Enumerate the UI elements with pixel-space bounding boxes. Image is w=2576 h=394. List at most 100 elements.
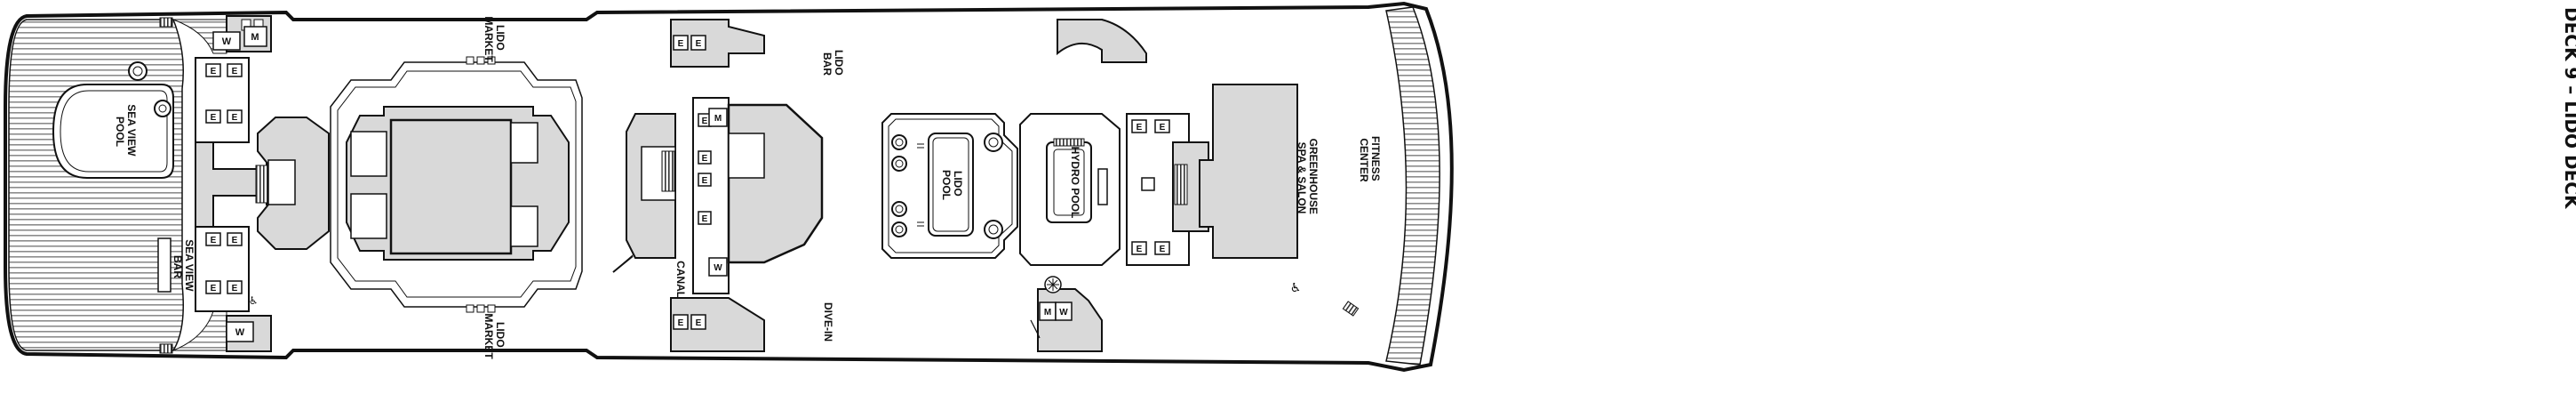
elevator bbox=[1131, 119, 1147, 133]
accessible-icon: ♿ bbox=[249, 294, 259, 307]
hydro-pool-bench bbox=[1097, 168, 1108, 205]
womens-restroom bbox=[212, 31, 241, 51]
elevator bbox=[673, 314, 689, 330]
accessible-icon: ♿ bbox=[1290, 280, 1302, 294]
elevator-icon: E bbox=[696, 318, 702, 328]
mens-restroom-icon: M bbox=[251, 32, 259, 43]
elevator bbox=[227, 280, 243, 294]
lido-market-buffet-marks bbox=[466, 56, 496, 313]
elevator bbox=[1154, 119, 1170, 133]
elevator-icon: E bbox=[232, 284, 238, 293]
elevator-icon: E bbox=[211, 236, 217, 245]
forward-service-top bbox=[1057, 19, 1147, 63]
elevator-icon: E bbox=[232, 113, 238, 123]
lido-pool-hot-tubs bbox=[891, 133, 1003, 239]
elevator-icon: E bbox=[678, 318, 684, 328]
lido-pool bbox=[928, 133, 974, 237]
aft-deck-planking bbox=[8, 19, 184, 351]
lido-bar-counter bbox=[728, 133, 765, 179]
elevator bbox=[227, 109, 243, 124]
elevator-icon: E bbox=[1160, 245, 1166, 254]
sea-view-bar-label: SEA VIEW BAR bbox=[171, 239, 195, 294]
elevator bbox=[690, 35, 706, 51]
elevator-icon: E bbox=[211, 67, 217, 76]
hydro-pool-inner bbox=[1053, 149, 1085, 216]
hydro-pool-steps bbox=[1053, 138, 1085, 147]
elevator bbox=[227, 232, 243, 246]
circular-shower-rays bbox=[1047, 278, 1059, 291]
elevator-icon: E bbox=[696, 39, 702, 49]
womens-restroom bbox=[226, 321, 254, 342]
elevator bbox=[205, 109, 221, 124]
deck-title: DECK 9 – LIDO DECK bbox=[2561, 7, 2576, 210]
lido-market-station bbox=[350, 131, 387, 177]
lido-market-service bbox=[510, 205, 538, 247]
womens-restroom bbox=[1055, 302, 1073, 321]
elevator-icon: E bbox=[1136, 123, 1143, 133]
elevator-icon: E bbox=[1136, 245, 1143, 254]
lido-pool-label: LIDO POOL bbox=[940, 170, 964, 200]
elevator-icon: E bbox=[1160, 123, 1166, 133]
elevator-icon: E bbox=[211, 113, 217, 123]
elevator bbox=[673, 35, 689, 51]
fitness-equipment bbox=[1342, 301, 1360, 317]
sea-view-pool-inner bbox=[60, 90, 168, 173]
swing-doors bbox=[1030, 319, 1041, 339]
lido-bar-area bbox=[727, 103, 824, 264]
womens-restroom-icon: W bbox=[235, 327, 245, 338]
dive-in-label: DIVE-IN bbox=[822, 302, 834, 342]
lido-pool-steps bbox=[917, 143, 924, 227]
elevator bbox=[1131, 241, 1147, 255]
womens-restroom-icon: W bbox=[714, 263, 722, 273]
elevator-icon: E bbox=[232, 236, 238, 245]
lido-market-service bbox=[510, 122, 538, 164]
lido-market-island bbox=[389, 118, 513, 255]
hydro-pool-label: HYDRO POOL bbox=[1069, 147, 1081, 219]
sea-view-pool-label: SEA VIEW POOL bbox=[114, 104, 138, 159]
stair-lobby-inner bbox=[267, 159, 296, 205]
forward-small-room bbox=[1141, 177, 1155, 191]
sea-view-pool bbox=[52, 84, 174, 179]
lido-market-station bbox=[350, 193, 387, 239]
mens-restroom-icon: M bbox=[1044, 308, 1051, 318]
midship-core-bottom bbox=[670, 297, 765, 352]
staircase bbox=[1174, 164, 1188, 205]
mens-restroom bbox=[708, 108, 728, 127]
fitness-center-label: FITNESS CENTER bbox=[1358, 136, 1382, 184]
elevator bbox=[690, 314, 706, 330]
elevator bbox=[1154, 241, 1170, 255]
elevator-icon: E bbox=[702, 154, 708, 164]
hot-tub bbox=[158, 104, 167, 113]
elevator bbox=[205, 232, 221, 246]
staircase bbox=[661, 150, 675, 192]
lido-market-label-top: LIDO MARKET bbox=[483, 16, 506, 62]
hot-tub bbox=[154, 100, 171, 117]
elevator bbox=[227, 63, 243, 77]
hot-tub bbox=[128, 61, 148, 81]
elevator-icon: E bbox=[702, 176, 708, 186]
lido-pool-inner bbox=[932, 137, 969, 232]
lido-market-ring bbox=[337, 70, 577, 298]
bow-deck bbox=[1385, 6, 1440, 366]
womens-restroom-icon: W bbox=[1059, 308, 1068, 318]
elevator bbox=[698, 173, 712, 187]
womens-restroom-icon: W bbox=[222, 36, 232, 47]
elevator bbox=[205, 280, 221, 294]
greenhouse-spa-label: GREENHOUSE SPA & SALON bbox=[1296, 139, 1320, 218]
stairs bbox=[159, 17, 173, 28]
elevator-icon: E bbox=[702, 117, 708, 126]
hot-tub bbox=[132, 66, 143, 76]
sea-view-bar-counter bbox=[157, 237, 171, 293]
elevator-icon: E bbox=[211, 284, 217, 293]
elevator-icon: E bbox=[678, 39, 684, 49]
womens-restroom bbox=[708, 257, 728, 277]
mens-restroom-icon: M bbox=[714, 114, 722, 124]
elevator bbox=[698, 211, 712, 225]
lido-bar-label: LIDO BAR bbox=[821, 50, 845, 78]
stairs bbox=[159, 343, 173, 354]
midship-core-top bbox=[670, 19, 765, 68]
elevator bbox=[205, 63, 221, 77]
mens-restroom bbox=[243, 26, 267, 47]
